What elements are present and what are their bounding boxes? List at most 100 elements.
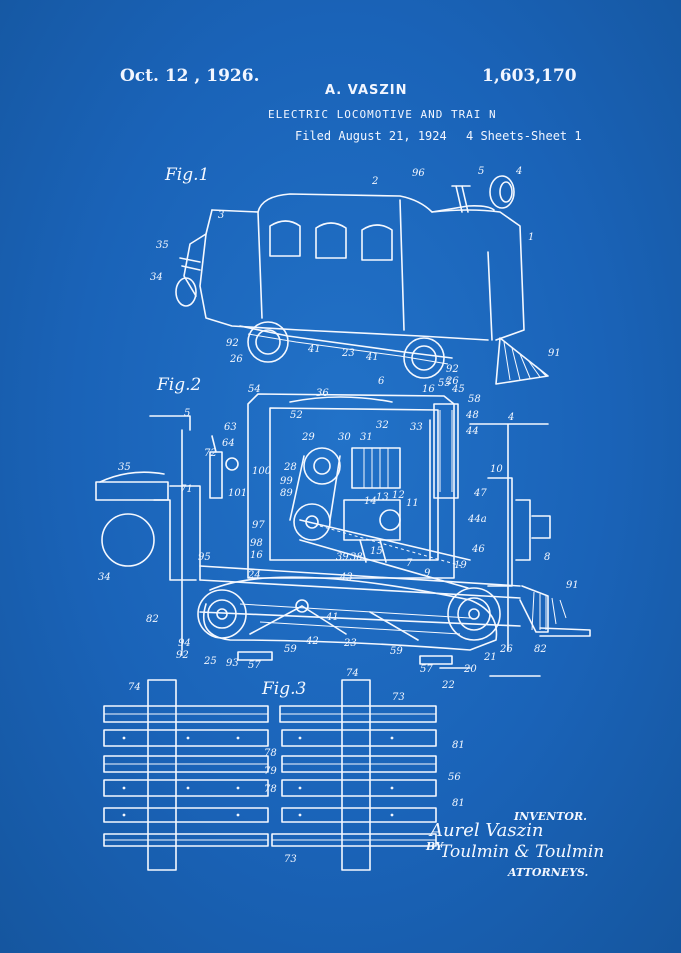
fig3-bolts xyxy=(122,736,394,817)
fig2-num: 8 xyxy=(544,552,550,563)
fig2-num: 58 xyxy=(468,394,481,405)
fig2-num: 64 xyxy=(222,438,235,449)
fig3-num: 81 xyxy=(452,740,465,751)
fig2-num: 59 xyxy=(390,646,403,657)
fig2-num: 35 xyxy=(118,462,131,473)
fig2-num: 12 xyxy=(392,490,405,501)
fig2-num: 31 xyxy=(360,432,373,443)
fig2-num: 48 xyxy=(465,410,479,421)
fig2-num: 42 xyxy=(305,636,319,647)
fig2-locomotive-section: Fig.2 xyxy=(95,375,591,691)
fig2-num: 24 xyxy=(247,570,261,581)
attorneys-signature: Toulmin & Toulmin xyxy=(440,842,605,862)
fig2-num: 41 xyxy=(325,612,339,623)
fig3-num: 74 xyxy=(346,668,359,679)
fig2-num: 30 xyxy=(338,432,351,443)
fig2-num: 44 xyxy=(465,426,479,437)
fig2-num: 94 xyxy=(178,638,191,649)
fig1-num: 4 xyxy=(515,166,522,177)
fig1-num: 23 xyxy=(341,348,355,359)
fig2-num: 91 xyxy=(566,580,579,591)
fig2-num: 29 xyxy=(301,432,315,443)
fig2-num: 7 xyxy=(406,558,413,569)
fig2-num: 14 xyxy=(364,496,377,507)
fig2-num: 46 xyxy=(471,544,485,555)
fig2-num: 89 xyxy=(280,488,293,499)
fig3-num: 73 xyxy=(392,692,405,703)
fig2-num: 45 xyxy=(451,384,465,395)
fig2-num: 59 xyxy=(284,644,297,655)
fig2-num: 57 xyxy=(248,660,261,671)
fig2-num: 20 xyxy=(463,664,477,675)
fig1-num: 26 xyxy=(445,376,459,387)
inventor-caption: INVENTOR. xyxy=(514,810,587,823)
fig2-num: 34 xyxy=(98,572,111,583)
fig1-num: 92 xyxy=(446,364,459,375)
fig1-num: 92 xyxy=(226,338,239,349)
fig1-reference-numerals: 2 96 5 4 3 35 34 1 92 26 41 23 41 92 26 … xyxy=(150,166,561,387)
fig3-num: 78 xyxy=(264,784,277,795)
fig1-num: 41 xyxy=(307,344,321,355)
fig2-num: 101 xyxy=(228,488,247,499)
fig3-num: 79 xyxy=(264,766,277,777)
fig2-num: 72 xyxy=(204,448,217,459)
fig2-num: 21 xyxy=(483,652,497,663)
fig1-num: 2 xyxy=(371,176,378,187)
fig2-num: 19 xyxy=(454,560,467,571)
fig3-num: 56 xyxy=(448,772,461,783)
fig1-label: Fig.1 xyxy=(164,165,209,185)
fig2-num: 23 xyxy=(343,638,357,649)
fig2-num: 16 xyxy=(422,384,435,395)
fig2-num: 54 xyxy=(248,384,261,395)
fig2-num: 16 xyxy=(250,550,263,561)
fig2-num: 26 xyxy=(499,644,513,655)
fig1-num: 41 xyxy=(365,352,379,363)
fig2-num: 32 xyxy=(376,420,389,431)
fig3-num: 78 xyxy=(264,748,277,759)
fig1-num: 5 xyxy=(478,166,484,177)
fig2-num: 82 xyxy=(534,644,547,655)
fig1-num: 3 xyxy=(218,210,224,221)
fig2-num: 55 xyxy=(438,378,451,389)
fig2-num: 36 xyxy=(316,388,329,399)
fig2-num: 100 xyxy=(252,466,272,477)
fig1-num: 34 xyxy=(150,272,163,283)
fig2-num: 95 xyxy=(198,552,211,563)
patent-title: ELECTRIC LOCOMOTIVE AND TRAI N xyxy=(268,108,497,121)
fig2-num: 25 xyxy=(203,656,217,667)
fig2-num: 4 xyxy=(507,412,514,423)
fig2-num: 38 xyxy=(350,552,363,563)
fig2-num: 57 xyxy=(420,664,433,675)
attorneys-caption: ATTORNEYS. xyxy=(508,866,589,879)
fig2-num: 99 xyxy=(280,476,293,487)
patent-date: Oct. 12 , 1926. xyxy=(120,66,260,86)
fig3-rails-left xyxy=(103,705,269,847)
patent-number: 1,603,170 xyxy=(482,66,577,86)
fig3-num: 74 xyxy=(128,682,141,693)
fig2-num: 15 xyxy=(370,546,383,557)
fig1-num: 1 xyxy=(528,232,534,243)
fig2-num: 47 xyxy=(473,488,487,499)
filed-date: Filed August 21, 1924 xyxy=(295,129,447,143)
fig2-num: 43 xyxy=(339,572,353,583)
fig3-reference-numerals: 74 74 73 78 79 78 56 81 81 73 xyxy=(128,668,465,865)
fig2-num: 63 xyxy=(224,422,237,433)
fig2-num: 13 xyxy=(376,492,389,503)
fig2-num: 92 xyxy=(176,650,189,661)
fig2-num: 52 xyxy=(290,410,303,421)
fig1-num: 96 xyxy=(412,168,425,179)
fig3-rails-right xyxy=(271,705,437,847)
fig1-locomotive-exterior: Fig.1 2 96 xyxy=(150,165,561,387)
fig3-track-plan: Fig.3 xyxy=(103,668,465,871)
fig2-num: 97 xyxy=(252,520,265,531)
sheet-count: 4 Sheets-Sheet 1 xyxy=(466,129,582,143)
fig2-num: 33 xyxy=(410,422,423,433)
fig1-num: 35 xyxy=(156,240,169,251)
fig2-num: 82 xyxy=(146,614,159,625)
fig2-num: 11 xyxy=(406,498,419,509)
fig3-ties xyxy=(147,679,371,871)
inventor-signature: Aurel Vaszin xyxy=(430,820,544,841)
fig3-num: 81 xyxy=(452,798,465,809)
fig2-num: 6 xyxy=(378,376,385,387)
